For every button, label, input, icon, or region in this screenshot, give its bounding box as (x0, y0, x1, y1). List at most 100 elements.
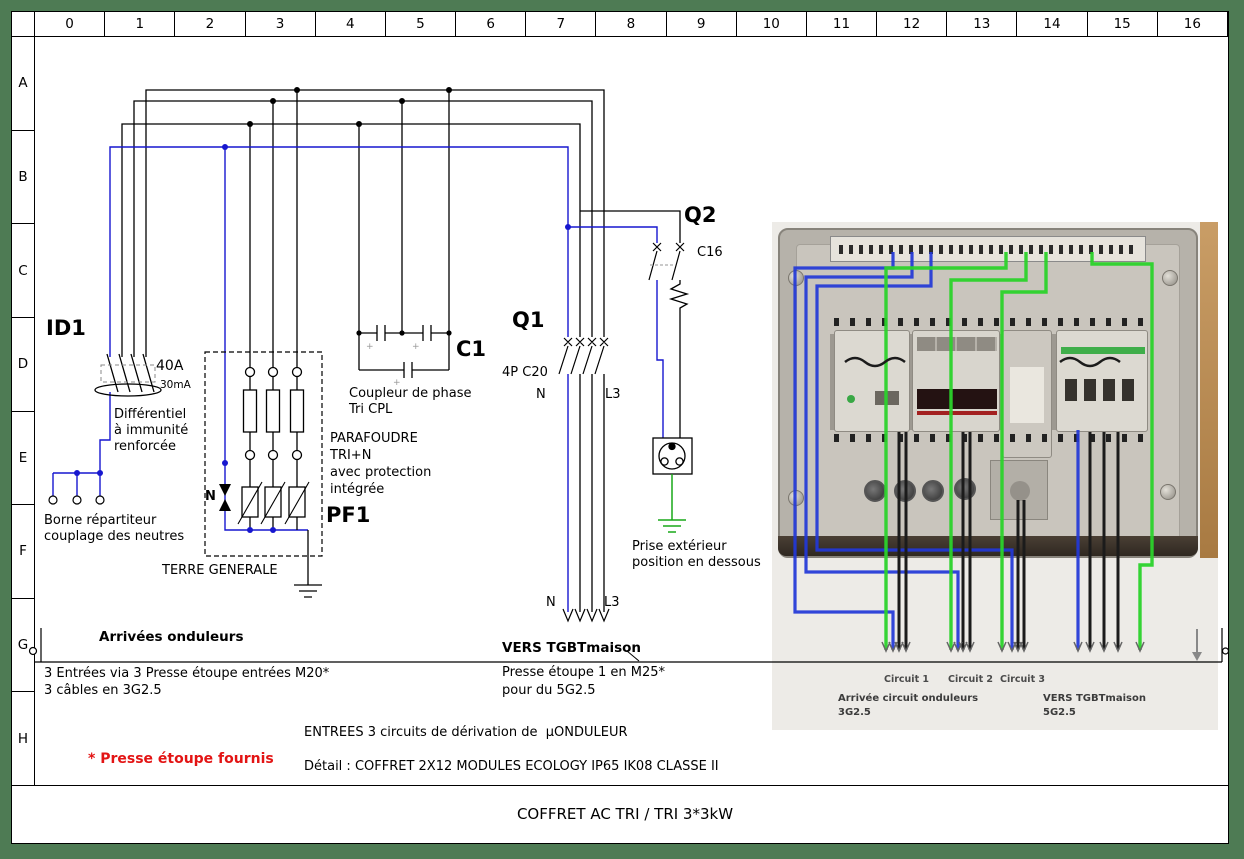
c1-description: Coupleur de phase (349, 386, 472, 401)
vers-l3-label: L3 (604, 595, 620, 610)
din-module-surge-arrester (912, 330, 1000, 432)
photo-circuit3-label: Circuit 3 (1000, 674, 1046, 685)
id1-rating: 40A (156, 358, 184, 374)
terminal-strip (830, 236, 1146, 262)
ruler-row: H (17, 730, 29, 747)
mount-screw (788, 490, 804, 506)
breaker-toggles (1065, 379, 1141, 401)
presse-etoupe-note: * Presse étoupe fournis (88, 751, 274, 767)
cable-gland (922, 480, 944, 502)
arrivees-title: Arrivées onduleurs (99, 629, 244, 645)
cable-gland (954, 478, 976, 500)
breaker-green-band (1061, 347, 1145, 354)
cabinet-bottom-shadow (778, 536, 1198, 556)
ruler-col: 1 (105, 12, 176, 36)
ruler-col: 5 (386, 12, 457, 36)
ruler-col: 7 (526, 12, 597, 36)
photo-circuit2-label: Circuit 2 (948, 674, 994, 685)
differential-toggle (875, 391, 899, 405)
id1-description: à immunité (114, 423, 189, 438)
gland-block-hole (1010, 481, 1030, 501)
title-block-divider (11, 785, 1229, 786)
ruler-col: 3 (246, 12, 316, 36)
ruler-corner-cell (12, 12, 35, 37)
ruler-col: 14 (1017, 12, 1088, 36)
vers-note: pour du 5G2.5 (502, 683, 596, 698)
differential-test-button (847, 395, 855, 403)
prise-label: Prise extérieur (632, 539, 727, 554)
photo-vers-label: VERS TGBTmaison (1043, 693, 1146, 704)
arrivees-note: 3 câbles en 3G2.5 (44, 683, 162, 698)
ruler-col: 13 (947, 12, 1018, 36)
id1-description: Différentiel (114, 407, 187, 422)
prise-label: position en dessous (632, 555, 761, 570)
entrees-note: ENTREES 3 circuits de dérivation de µOND… (304, 725, 628, 740)
left-ruler: A B C D E F G H (12, 37, 35, 785)
ruler-row: B (12, 131, 34, 225)
id1-sensitivity: 30mA (160, 379, 191, 391)
ruler-col: 4 (316, 12, 386, 36)
surge-module-tops (917, 337, 997, 351)
pf1-description: avec protection (330, 465, 432, 480)
vers-tgbt-title: VERS TGBTmaison (502, 640, 642, 656)
cabinet-photo (772, 222, 1218, 730)
din-module-breaker-4p (1056, 330, 1148, 432)
photo-arrivee-size: 3G2.5 (838, 707, 871, 718)
ruler-col: 0 (35, 12, 106, 36)
ruler-row: E (12, 412, 34, 506)
q2-reference: Q2 (684, 203, 717, 227)
surge-red-stripe (917, 411, 997, 415)
pf1-neutral-label: N (205, 489, 216, 504)
mount-screw (788, 270, 804, 286)
q1-l3-label: L3 (605, 387, 621, 402)
pf1-reference: PF1 (326, 503, 371, 527)
ruler-col: 11 (807, 12, 878, 36)
c1-reference: C1 (456, 337, 487, 361)
ruler-col: 16 (1158, 12, 1228, 36)
lower-terminals (834, 434, 1148, 442)
ruler-col: 12 (877, 12, 948, 36)
ruler-col: 10 (737, 12, 807, 36)
surge-status-windows (917, 389, 997, 409)
ruler-row: F (12, 505, 34, 599)
ruler-row: D (12, 318, 34, 412)
vers-neutral-label: N (546, 595, 556, 610)
photo-wood-edge (1200, 222, 1218, 558)
pf1-description: TRI+N (330, 448, 372, 463)
detail-note: Détail : COFFRET 2X12 MODULES ECOLOGY IP… (304, 759, 719, 774)
q1-spec: 4P C20 (502, 365, 548, 380)
terminal-strip-screws (839, 245, 1135, 254)
c1-description: Tri CPL (349, 402, 393, 417)
drawing-title: COFFRET AC TRI / TRI 3*3kW (516, 805, 734, 823)
ruler-row: C (12, 224, 34, 318)
ruler-col: 15 (1088, 12, 1158, 36)
ruler-col: 9 (667, 12, 737, 36)
vers-note: Presse étoupe 1 en M25* (502, 665, 666, 680)
id1-description: renforcée (114, 439, 177, 454)
pf1-description: intégrée (330, 482, 385, 497)
q2-spec: C16 (697, 245, 723, 260)
mount-screw (1160, 484, 1176, 500)
q1-neutral-label: N (536, 387, 546, 402)
ruler-col: 2 (175, 12, 246, 36)
cpl-label (1010, 367, 1044, 423)
cable-gland (894, 480, 916, 502)
cable-gland (864, 480, 886, 502)
photo-circuit1-label: Circuit 1 (884, 674, 930, 685)
ruler-row: G (12, 599, 34, 693)
borne-label: couplage des neutres (44, 529, 185, 544)
photo-arrivee-label: Arrivée circuit onduleurs (838, 693, 979, 704)
ruler-col: 6 (456, 12, 527, 36)
mount-screw (1162, 270, 1178, 286)
photo-vers-size: 5G2.5 (1043, 707, 1076, 718)
ruler-row: A (12, 37, 34, 131)
upper-terminals (834, 318, 1148, 326)
gland-block (990, 460, 1048, 520)
terre-generale-label: TERRE GENERALE (162, 563, 278, 578)
pf1-description: PARAFOUDRE (330, 431, 418, 446)
borne-label: Borne répartiteur (44, 513, 157, 528)
q1-reference: Q1 (512, 308, 545, 332)
id1-reference: ID1 (46, 316, 86, 340)
ruler-col: 8 (596, 12, 667, 36)
